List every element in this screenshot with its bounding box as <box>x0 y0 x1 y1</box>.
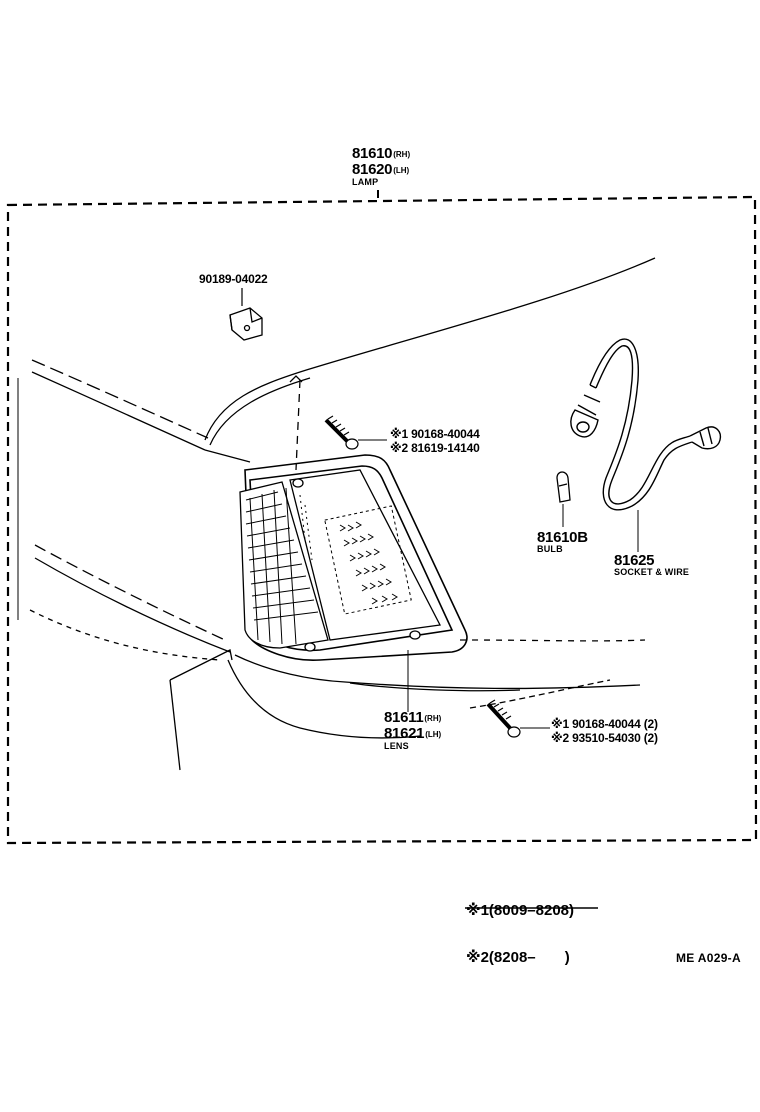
bulb-label: 81610B BULB <box>537 530 588 554</box>
lower-screw-drawing <box>486 699 521 738</box>
clip-drawing <box>229 307 263 341</box>
bulb-name: BULB <box>537 544 563 554</box>
assembly-boundary <box>6 195 758 845</box>
lamp-suffix-rh: (RH) <box>393 150 411 159</box>
lens-pn-lh: 81621 <box>384 725 425 742</box>
lamp-label: 81610(RH) 81620(LH) LAMP <box>352 146 410 187</box>
reflector-hatch <box>245 487 319 645</box>
legend-line2: ※2(8208– ) <box>466 948 570 966</box>
lens-pattern <box>324 505 412 615</box>
lamp-name: LAMP <box>352 177 379 187</box>
upper-screw-line2: ※2 81619-14140 <box>390 441 480 455</box>
car-body <box>17 257 656 771</box>
lamp-pn-rh: 81610 <box>352 145 393 162</box>
legend-line1: ※1(8009–8208) <box>466 901 574 919</box>
lens-body <box>239 469 441 649</box>
figure-code: ME A029-A <box>676 951 741 965</box>
upper-screw-line1: ※1 90168-40044 <box>390 427 480 441</box>
lens-suffix-lh: (LH) <box>425 730 442 739</box>
bulb-pn: 81610B <box>537 529 588 546</box>
clip-pn: 90189-04022 <box>199 272 268 286</box>
socket-wire-drawing <box>570 338 722 511</box>
lower-screw-line1: ※1 90168-40044 (2) <box>551 717 658 731</box>
lens-name: LENS <box>384 741 409 751</box>
upper-screw-label: ※1 90168-40044 ※2 81619-14140 <box>390 427 480 455</box>
lamp-pn-lh: 81620 <box>352 161 393 178</box>
lens-pn-rh: 81611 <box>384 709 424 726</box>
upper-screw-drawing <box>324 415 359 450</box>
socket-label: 81625 SOCKET & WIRE <box>614 553 689 577</box>
lower-screw-label: ※1 90168-40044 (2) ※2 93510-54030 (2) <box>551 717 658 745</box>
socket-name: SOCKET & WIRE <box>614 567 690 577</box>
bulb-drawing <box>556 471 571 503</box>
lens-label: 81611(RH) 81621(LH) LENS <box>384 710 441 751</box>
date-legend: ※1(8009–8208) ※2(8208– ) <box>466 871 574 981</box>
lower-screw-line2: ※2 93510-54030 (2) <box>551 731 658 745</box>
lens-suffix-rh: (RH) <box>424 714 442 723</box>
socket-pn: 81625 <box>614 552 655 569</box>
lamp-suffix-lh: (LH) <box>393 166 410 175</box>
screw-holes <box>292 478 421 652</box>
